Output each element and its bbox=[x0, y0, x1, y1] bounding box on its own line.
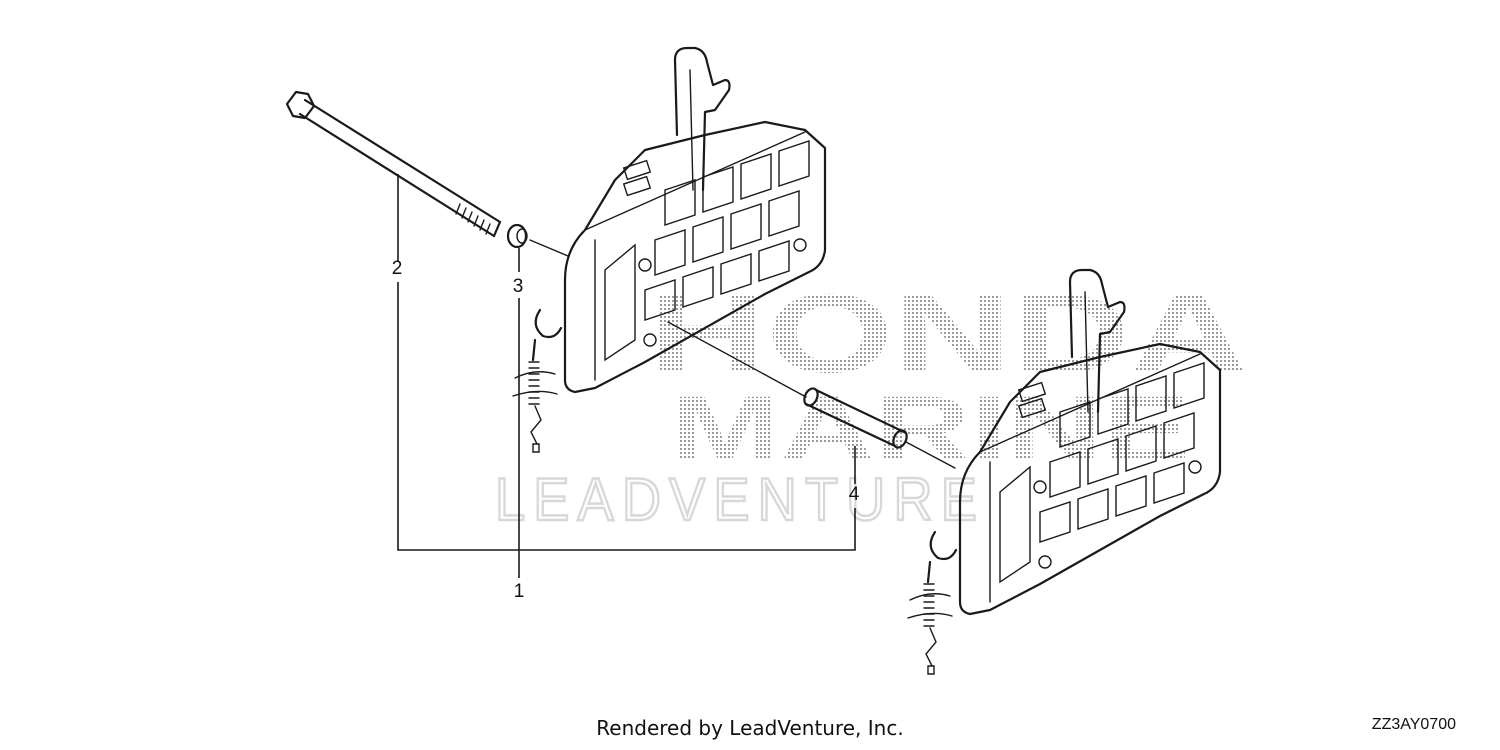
watermark-leadventure: LEADVENTURE bbox=[495, 466, 985, 533]
mounting-bolt bbox=[285, 90, 502, 238]
washer bbox=[506, 223, 569, 257]
watermark-brand-honda: HONDA bbox=[648, 271, 1248, 396]
diagram-code: ZZ3AY0700 bbox=[1371, 716, 1456, 733]
leader-lines bbox=[397, 174, 856, 578]
callout-1: 1 bbox=[514, 581, 525, 602]
rendered-by-credit: Rendered by LeadVenture, Inc. bbox=[596, 716, 904, 740]
spacer-collar bbox=[667, 321, 956, 469]
watermark: HONDA MARINE LEADVENTURE bbox=[494, 271, 1248, 534]
callout-4: 4 bbox=[849, 484, 860, 505]
watermark-brand-marine: MARINE bbox=[670, 378, 1190, 480]
callout-3: 3 bbox=[513, 276, 524, 297]
callout-2: 2 bbox=[392, 258, 403, 279]
